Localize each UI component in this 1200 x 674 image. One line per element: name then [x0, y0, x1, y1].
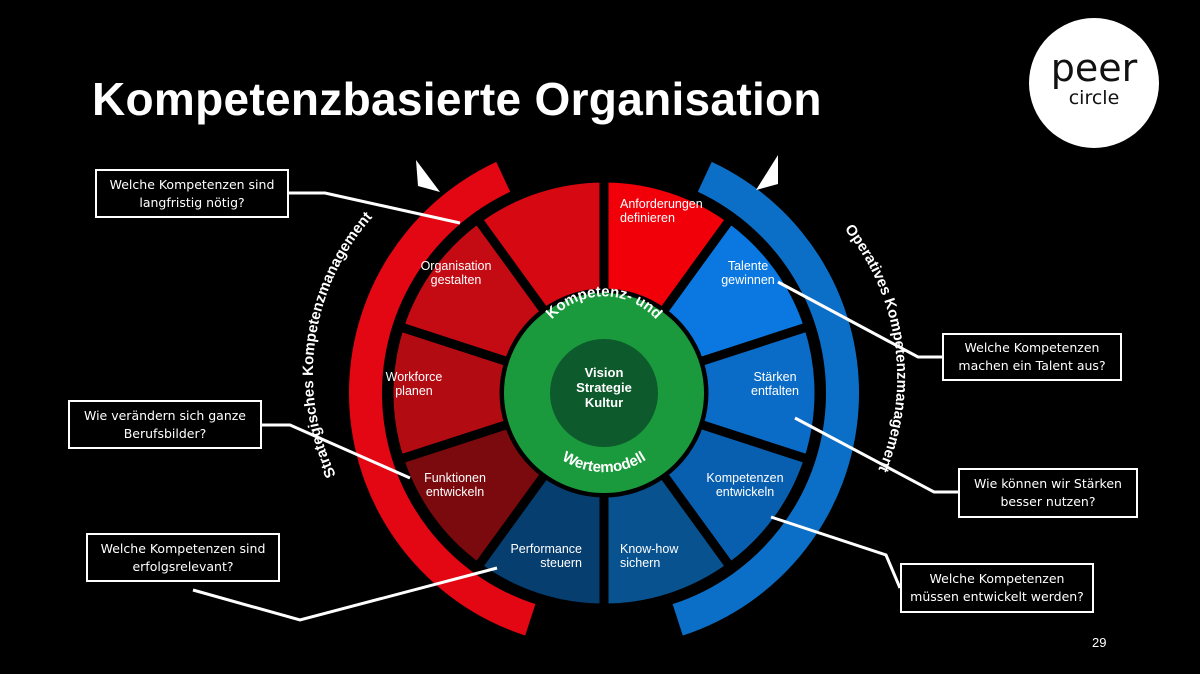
strategic-arc [349, 161, 536, 636]
callout-line: Berufsbilder? [123, 425, 207, 441]
page-number: 29 [1092, 635, 1107, 650]
center-core [550, 339, 658, 447]
callout-line: langfristig nötig? [139, 194, 245, 210]
operative-arrow-icon [756, 155, 778, 190]
callout-line: Wie verändern sich ganze [84, 407, 246, 423]
callout-langfristig: Welche Kompetenzen sind langfristig nötig… [95, 169, 289, 218]
callout-staerken: Wie können wir Stärken besser nutzen? [958, 468, 1138, 518]
callout-entwickelt: Welche Kompetenzen müssen entwickelt werd… [900, 563, 1094, 613]
callout-line: Welche Kompetenzen sind [100, 540, 266, 556]
callout-line: Welche Kompetenzen sind [109, 176, 275, 192]
callout-talent: Welche Kompetenzen machen ein Talent aus? [942, 333, 1122, 381]
callout-connector-line [289, 191, 461, 225]
logo-main-text: peer [1050, 46, 1138, 90]
callout-connector-line [794, 416, 958, 494]
callout-line: erfolgsrelevant? [132, 558, 234, 574]
callout-connector-line [192, 566, 498, 622]
callout-connector-line [777, 280, 942, 359]
operative-arc [672, 161, 860, 636]
callout-erfolgsrelevant: Welche Kompetenzen sind erfolgsrelevant? [86, 533, 280, 582]
peer-circle-logo: peer circle [1029, 18, 1159, 148]
callout-line: Welche Kompetenzen [929, 571, 1065, 586]
callout-line: machen ein Talent aus? [958, 358, 1106, 373]
strategic-arrow-icon [416, 160, 440, 192]
callout-line: müssen entwickelt werden? [910, 589, 1084, 604]
slide-title: Kompetenzbasierte Organisation [92, 73, 822, 125]
callout-connector-line [262, 423, 411, 480]
callout-line: Wie können wir Stärken [974, 476, 1122, 491]
logo-sub-text: circle [1068, 87, 1120, 109]
callout-line: Welche Kompetenzen [964, 340, 1100, 355]
callout-connector-line [770, 515, 902, 589]
callout-line: besser nutzen? [1000, 494, 1096, 509]
